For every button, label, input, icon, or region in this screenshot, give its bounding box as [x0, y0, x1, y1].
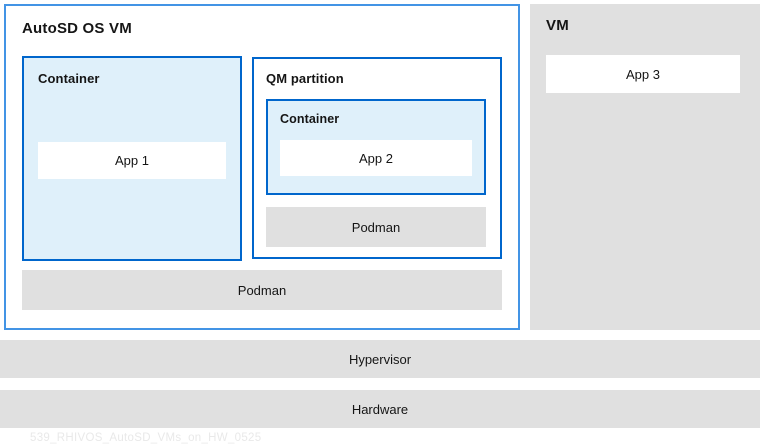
- hypervisor-bar: Hypervisor: [0, 340, 760, 378]
- container-2-title: Container: [280, 112, 340, 126]
- vm-title: VM: [546, 17, 569, 34]
- app-3-box: App 3: [546, 55, 740, 93]
- autosd-podman-box: Podman: [22, 270, 502, 310]
- diagram-id-caption: 539_RHIVOS_AutoSD_VMs_on_HW_0525: [30, 432, 262, 444]
- container-2-box: Container App 2: [266, 99, 486, 195]
- hardware-bar: Hardware: [0, 390, 760, 428]
- qm-podman-box: Podman: [266, 207, 486, 247]
- qm-partition-box: QM partition Container App 2 Podman: [252, 57, 502, 259]
- app-1-box: App 1: [38, 142, 226, 179]
- container-1-box: Container App 1: [22, 56, 242, 261]
- autosd-os-vm-box: AutoSD OS VM Container App 1 QM partitio…: [4, 4, 520, 330]
- container-1-title: Container: [38, 71, 100, 86]
- app-2-box: App 2: [280, 140, 472, 176]
- qm-partition-title: QM partition: [266, 71, 344, 86]
- vm-box: VM App 3: [530, 4, 760, 330]
- autosd-os-vm-title: AutoSD OS VM: [22, 20, 132, 37]
